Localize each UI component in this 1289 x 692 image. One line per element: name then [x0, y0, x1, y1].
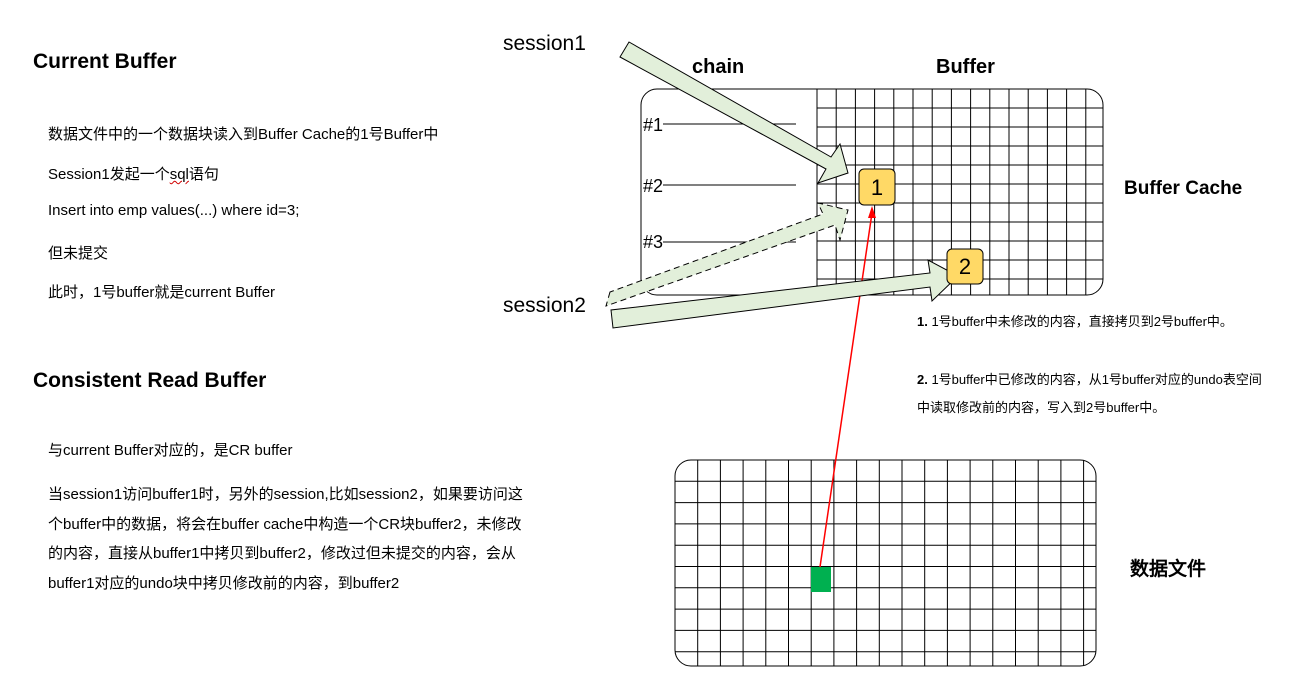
note-1-number: 1.	[917, 314, 928, 329]
note-2-text: 1号buffer中已修改的内容，从1号buffer对应的undo表空间中读取修改…	[917, 372, 1262, 415]
chain-row-3: #3	[643, 232, 663, 252]
consistent-read-intro: 与current Buffer对应的，是CR buffer	[48, 442, 293, 459]
current-buffer-line-2: Session1发起一个sql语句	[48, 163, 219, 184]
note-2: 2. 1号buffer中已修改的内容，从1号buffer对应的undo表空间中读…	[917, 366, 1262, 421]
data-file-grid	[675, 460, 1096, 666]
data-file-box	[674, 459, 1097, 667]
consistent-read-title: Consistent Read Buffer	[33, 369, 267, 392]
buffer-block-1: 1	[858, 168, 896, 206]
note-2-number: 2.	[917, 372, 928, 387]
session2-arrow	[610, 259, 959, 329]
buffer-block-1-label: 1	[871, 175, 883, 200]
data-file-label: 数据文件	[1130, 557, 1206, 580]
note-1: 1. 1号buffer中未修改的内容，直接拷贝到2号buffer中。	[917, 308, 1262, 336]
buffer-label: Buffer	[936, 56, 995, 78]
consistent-read-paragraph: 当session1访问buffer1时，另外的session,比如session…	[48, 486, 523, 592]
session2-dashed-arrow	[605, 202, 849, 307]
buffer-cache-label: Buffer Cache	[1124, 178, 1242, 199]
session2-label: session2	[503, 294, 586, 317]
current-buffer-line-1: 数据文件中的一个数据块读入到Buffer Cache的1号Buffer中	[48, 126, 439, 143]
session1-arrow	[619, 41, 849, 184]
note-1-text: 1号buffer中未修改的内容，直接拷贝到2号buffer中。	[927, 314, 1233, 329]
sql-word: sql	[169, 166, 189, 183]
chain-row-1: #1	[643, 115, 663, 135]
buffer-block-2-label: 2	[959, 254, 971, 279]
current-buffer-line-5: 此时，1号buffer就是current Buffer	[48, 284, 276, 301]
read-link-arrowhead	[868, 206, 876, 218]
current-buffer-line-3: Insert into emp values(...) where id=3;	[48, 202, 300, 219]
data-block	[811, 567, 831, 592]
buffer-block-2: 2	[946, 248, 984, 285]
buffer-grid	[816, 89, 1103, 295]
line-2-prefix: Session1发起一个	[48, 166, 170, 183]
current-buffer-line-4: 但未提交	[48, 245, 109, 262]
read-link-line	[819, 212, 873, 568]
current-buffer-title: Current Buffer	[33, 50, 177, 73]
line-2-suffix: 语句	[188, 166, 219, 183]
session1-label: session1	[503, 32, 586, 55]
chain-label: chain	[692, 56, 744, 78]
chain-row-2: #2	[643, 176, 663, 196]
